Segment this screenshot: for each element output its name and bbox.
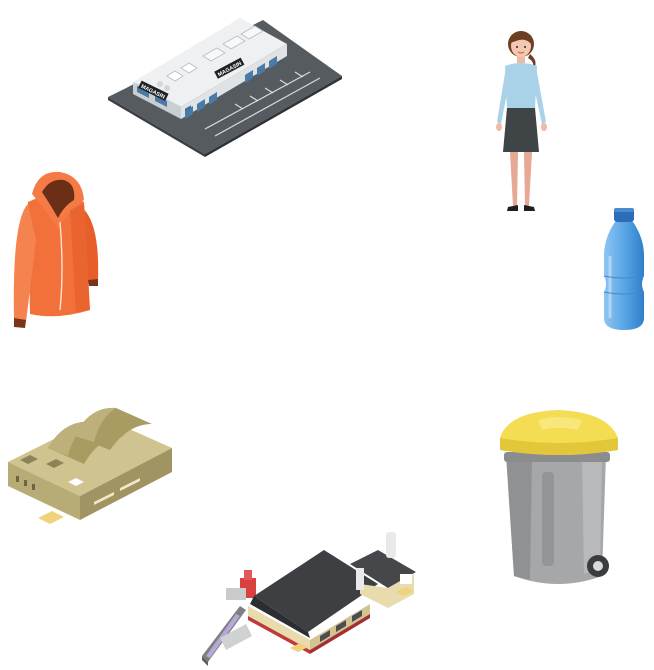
- woman-icon: [488, 26, 554, 216]
- jacket-icon: [10, 170, 104, 332]
- plastic-bottle-icon: [598, 206, 650, 334]
- store-building-icon: MAGASIN MAGASIN: [105, 14, 345, 159]
- recycling-bin-icon: [498, 408, 622, 592]
- factory-icon: [4, 392, 176, 532]
- recycling-plant-icon: [200, 528, 430, 668]
